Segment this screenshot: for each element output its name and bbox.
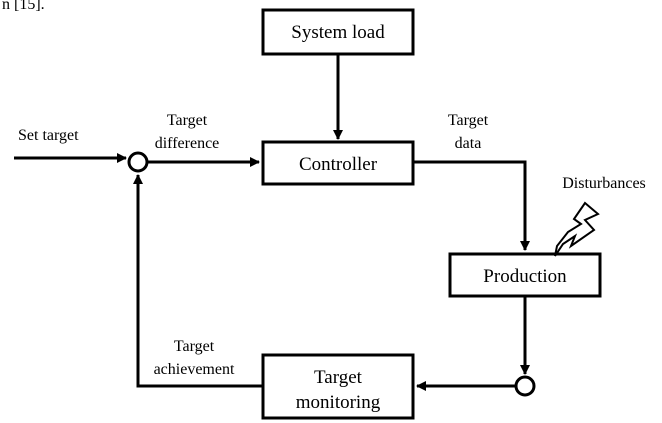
summing-junction bbox=[127, 151, 149, 173]
target-data-label-line1: Target bbox=[448, 112, 489, 129]
arrow-feedback bbox=[133, 174, 263, 388]
target-difference-label-line1: Target bbox=[167, 112, 208, 129]
branch-point bbox=[514, 375, 536, 397]
target-monitoring-label-line2: monitoring bbox=[296, 392, 381, 413]
production-label: Production bbox=[483, 266, 567, 287]
arrow-target-data bbox=[413, 160, 530, 251]
disturbances-label: Disturbances bbox=[562, 175, 646, 192]
controller-block: Controller bbox=[261, 140, 415, 186]
target-achievement-label-line1: Target bbox=[174, 338, 215, 355]
target-monitoring-block: Target monitoring bbox=[261, 353, 415, 420]
caption-fragment: n [15]. bbox=[2, 0, 45, 13]
target-data-label-line2: data bbox=[455, 135, 482, 152]
set-target-label: Set target bbox=[18, 127, 79, 144]
production-block: Production bbox=[448, 252, 602, 298]
target-achievement-label-line2: achievement bbox=[154, 361, 235, 378]
disturbance-lightning-icon bbox=[554, 201, 600, 257]
target-difference-label-line2: difference bbox=[155, 135, 220, 152]
system-load-block: System load bbox=[261, 8, 415, 56]
controller-label: Controller bbox=[299, 154, 378, 175]
target-monitoring-label-line1: Target bbox=[314, 367, 363, 388]
system-load-label: System load bbox=[291, 22, 385, 43]
